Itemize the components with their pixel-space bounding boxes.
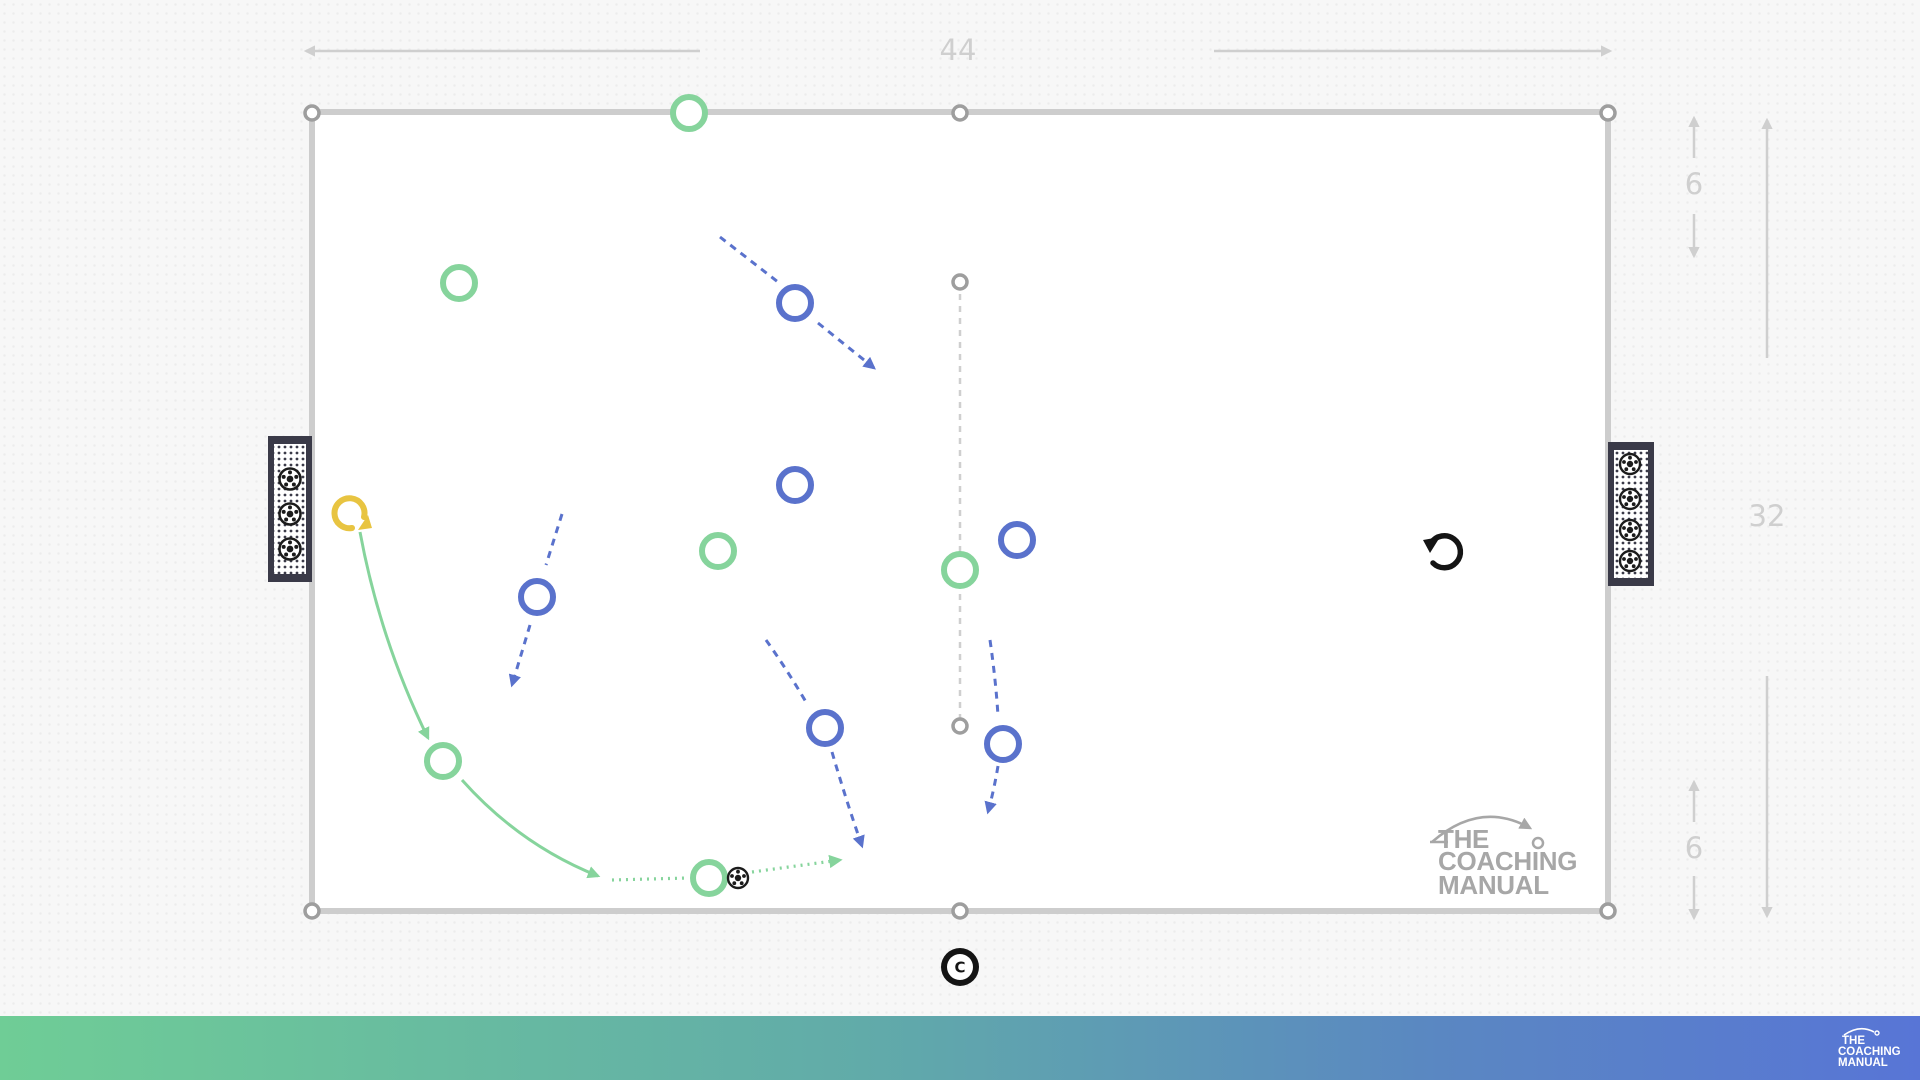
blue-run-arrow xyxy=(508,624,532,688)
blue-player[interactable] xyxy=(518,578,556,616)
ball-stock-icon xyxy=(278,467,302,561)
pitch xyxy=(303,104,1617,920)
zone-top-label: 6 xyxy=(1685,167,1703,201)
height-dimension: 32 xyxy=(1749,117,1786,919)
green-player[interactable] xyxy=(670,94,708,132)
green-pass-arrow xyxy=(358,531,430,741)
blue-player[interactable] xyxy=(984,725,1022,763)
soccer-ball-icon[interactable] xyxy=(726,866,750,890)
blue-team xyxy=(518,284,1036,763)
tactics-diagram: 44 32 6 6 xyxy=(268,33,1786,986)
zone-bottom-dimension: 6 xyxy=(1685,779,1703,921)
green-dribble-line xyxy=(611,876,689,882)
zone-bottom-label: 6 xyxy=(1685,831,1703,865)
footer-logo-line-1: THE xyxy=(1842,1035,1865,1047)
logo-ball xyxy=(1531,836,1545,850)
green-pass-arrow xyxy=(460,779,601,879)
blue-run-arrow xyxy=(988,639,1000,717)
green-dribble-arrow xyxy=(751,854,843,874)
green-player[interactable] xyxy=(699,532,737,570)
halfway-marker-bottom xyxy=(951,902,969,920)
footer-logo: THE COACHING MANUAL xyxy=(1838,1026,1908,1072)
goal-left xyxy=(268,436,312,582)
green-moves xyxy=(358,531,843,882)
logo-line-2: COACHING xyxy=(1438,846,1577,876)
blue-player[interactable] xyxy=(776,466,814,504)
height-label: 32 xyxy=(1749,499,1786,533)
rotate-arrow-icon xyxy=(331,495,372,532)
brand-footer-bar: THE COACHING MANUAL xyxy=(0,1016,1920,1080)
rotate-arrow-icon xyxy=(1423,533,1464,571)
green-player[interactable] xyxy=(941,551,979,589)
zone-top-dimension: 6 xyxy=(1685,115,1703,259)
logo-line-3: MANUAL xyxy=(1438,870,1549,900)
footer-logo-arc xyxy=(1843,1027,1880,1036)
cone-marker-upper xyxy=(951,273,969,291)
width-dimension: 44 xyxy=(303,33,1613,67)
goal-right xyxy=(1608,442,1654,586)
footer-logo-line-3: MANUAL xyxy=(1838,1057,1888,1069)
blue-run-arrow xyxy=(544,513,564,566)
width-label: 44 xyxy=(940,33,977,67)
corner-marker-bottom-right xyxy=(1599,902,1617,920)
blue-runs xyxy=(508,235,1000,849)
cone-marker-lower xyxy=(951,717,969,735)
blue-player[interactable] xyxy=(806,709,844,747)
green-team xyxy=(424,94,979,897)
green-player[interactable] xyxy=(424,742,462,780)
green-player[interactable] xyxy=(690,859,728,897)
logo-arc xyxy=(1431,815,1533,843)
footer-logo-line-2: COACHING xyxy=(1838,1046,1901,1058)
blue-run-arrow xyxy=(764,639,808,703)
corner-marker-top-right xyxy=(1599,104,1617,122)
coaching-manual-logo: THE COACHING MANUAL xyxy=(1430,815,1577,900)
blue-run-arrow xyxy=(984,765,1000,815)
svg-text:C: C xyxy=(954,959,965,977)
blue-player[interactable] xyxy=(776,284,814,322)
halfway-marker-top xyxy=(951,104,969,122)
coach-c-icon[interactable]: C xyxy=(941,948,979,986)
blue-player[interactable] xyxy=(998,521,1036,559)
logo-line-1: THE xyxy=(1438,824,1489,854)
green-player[interactable] xyxy=(440,264,478,302)
corner-marker-top-left xyxy=(303,104,321,122)
corner-marker-bottom-left xyxy=(303,902,321,920)
